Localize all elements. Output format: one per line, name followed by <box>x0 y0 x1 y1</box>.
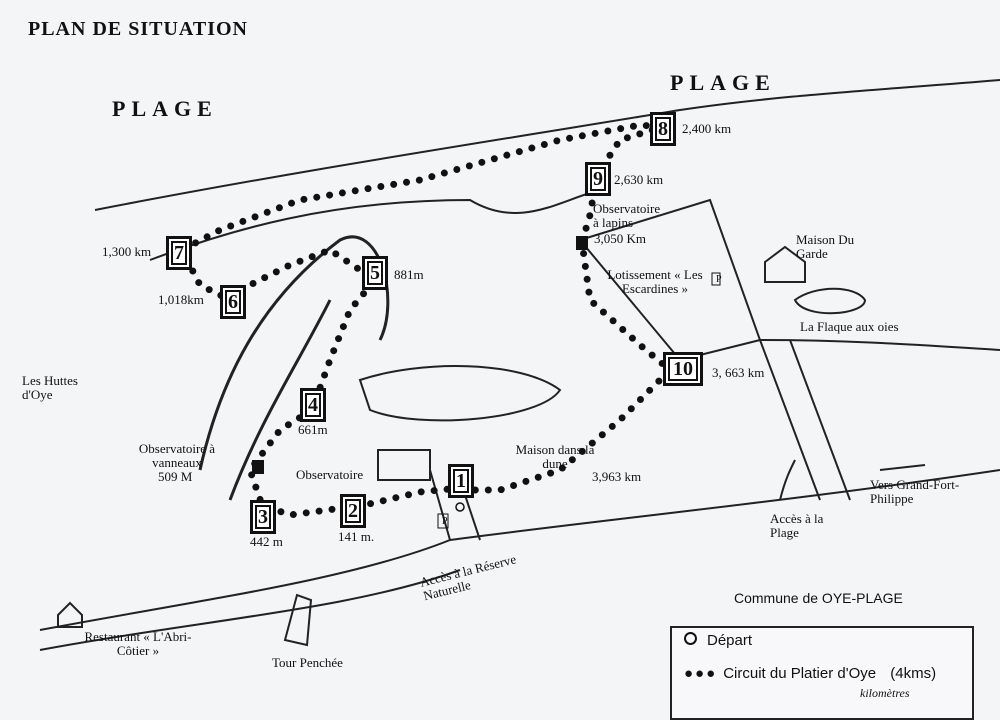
obs-vanneaux-marker <box>252 460 264 474</box>
station-6[interactable]: 6 <box>220 285 246 319</box>
label-acces-plage: Accès à la Plage <box>770 511 824 540</box>
label-maison-dune-dist: 3,963 km <box>592 469 642 484</box>
restaurant-house <box>57 601 83 628</box>
depart-circle-icon <box>684 632 697 645</box>
road-plage <box>759 339 851 501</box>
arrow-vers <box>879 464 926 471</box>
station-10-distance: 3, 663 km <box>712 365 765 380</box>
parking-sign <box>437 513 449 529</box>
road-lower <box>39 569 461 651</box>
station-8-distance: 2,400 km <box>682 121 732 136</box>
label-maison-dune: Maison dans la dune <box>515 442 595 471</box>
label-restaurant: Restaurant « L'Abri-Côtier » <box>84 629 192 658</box>
legend-circuit: ●●●Circuit du Platier d'Oye (4kms) <box>684 665 937 682</box>
label-observatoire: Observatoire <box>296 467 364 482</box>
label-maison-garde: Maison Du Garde <box>796 232 855 261</box>
station-10[interactable]: 10 <box>663 352 703 386</box>
legend: Départ ●●●Circuit du Platier d'Oye (4kms… <box>670 626 974 720</box>
forest <box>198 235 390 501</box>
arrow-plage <box>779 459 796 501</box>
station-7[interactable]: 7 <box>166 236 192 270</box>
station-2[interactable]: 2 <box>340 494 366 528</box>
pond <box>793 287 867 315</box>
station-6-distance: 1,018km <box>158 292 204 307</box>
station-2-distance: 141 m. <box>338 529 375 544</box>
dune-edge <box>149 189 601 261</box>
map-drawing <box>39 79 1000 651</box>
label-obs-vanneaux: Observatoire à vanneaux <box>138 441 216 470</box>
station-1[interactable]: 1 <box>448 464 474 498</box>
circuit-route <box>177 121 676 519</box>
station-5-distance: 881m <box>394 267 424 282</box>
coastline <box>94 79 1000 211</box>
marsh <box>358 365 562 422</box>
station-8[interactable]: 8 <box>650 112 676 146</box>
label-parking-lotissement: P <box>716 274 722 285</box>
legend-depart: Départ <box>684 632 752 649</box>
label-tour: Tour Penchée <box>272 655 343 670</box>
label-obs-vanneaux-dist: 509 M <box>158 469 193 484</box>
observatoire-building <box>377 449 431 481</box>
station-3-distance: 442 m <box>250 534 283 549</box>
road-main <box>39 469 1000 631</box>
label-obs-lapins-dist: 3,050 Km <box>594 231 646 246</box>
label-flaque: La Flaque aux oies <box>800 319 899 334</box>
station-9-distance: 2,630 km <box>614 172 664 187</box>
legend-handwritten: kilomètres <box>860 686 910 700</box>
station-4[interactable]: 4 <box>300 388 326 422</box>
tour-penchee <box>283 593 313 647</box>
obs-lapins-marker <box>576 236 588 250</box>
station-5[interactable]: 5 <box>362 256 388 290</box>
station-4-distance: 661m <box>298 422 328 437</box>
beach-label-east: PLAGE <box>670 70 776 95</box>
label-parking: P <box>442 516 448 527</box>
beach-label-west: PLAGE <box>112 96 218 121</box>
label-huttes: Les Huttes d'Oye <box>22 373 78 402</box>
map-title: PLAN DE SITUATION <box>28 18 248 40</box>
maison-garde <box>764 245 806 283</box>
dotted-route-icon: ●●● <box>684 665 718 682</box>
label-lotissement: Lotissement « Les Escardines » <box>607 267 703 296</box>
station-9[interactable]: 9 <box>585 162 611 196</box>
station-7-distance: 1,300 km <box>102 244 152 259</box>
flaque-road <box>759 339 1000 351</box>
label-obs-lapins: Observatoire à lapins <box>593 201 661 230</box>
depart-marker <box>455 502 465 512</box>
label-commune: Commune de OYE-PLAGE <box>734 590 903 606</box>
station-3[interactable]: 3 <box>250 500 276 534</box>
label-vers: Vers Grand-Fort-Philippe <box>870 477 960 506</box>
parking-sign-lotissement <box>711 272 721 286</box>
